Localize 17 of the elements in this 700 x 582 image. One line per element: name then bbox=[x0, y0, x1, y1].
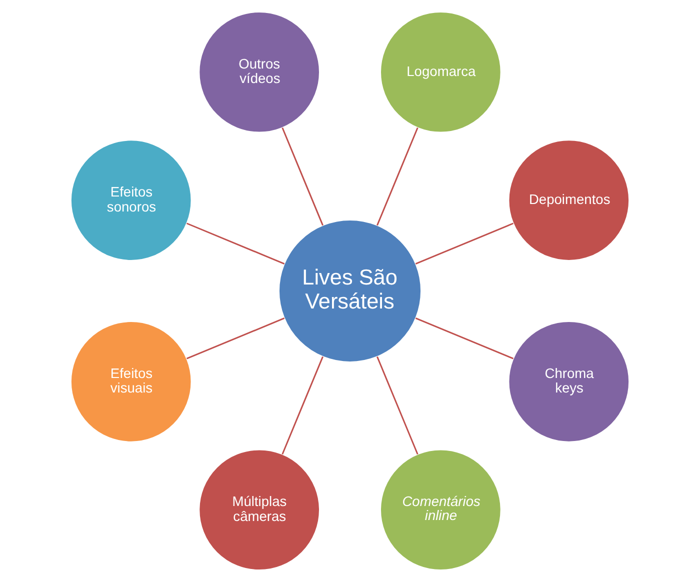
connector bbox=[415, 318, 514, 360]
connector bbox=[186, 318, 285, 360]
connector bbox=[415, 222, 514, 264]
connector bbox=[282, 356, 324, 455]
node-circle: Logomarca bbox=[380, 11, 502, 133]
connector bbox=[186, 222, 285, 264]
node-circle: Depoimentos bbox=[508, 140, 630, 261]
node-circle: Efeitos visuais bbox=[70, 321, 192, 442]
node-circle: Chroma keys bbox=[508, 321, 630, 442]
connector bbox=[282, 127, 324, 226]
node-circle: Comentários inline bbox=[380, 449, 502, 571]
node-circle: Lives São Versáteis bbox=[278, 220, 422, 362]
connector bbox=[376, 356, 418, 455]
node-circle: Outros vídeos bbox=[198, 11, 320, 133]
node-circle: Múltiplas câmeras bbox=[198, 449, 320, 571]
connector bbox=[376, 127, 418, 226]
node-circle: Efeitos sonoros bbox=[70, 140, 192, 261]
